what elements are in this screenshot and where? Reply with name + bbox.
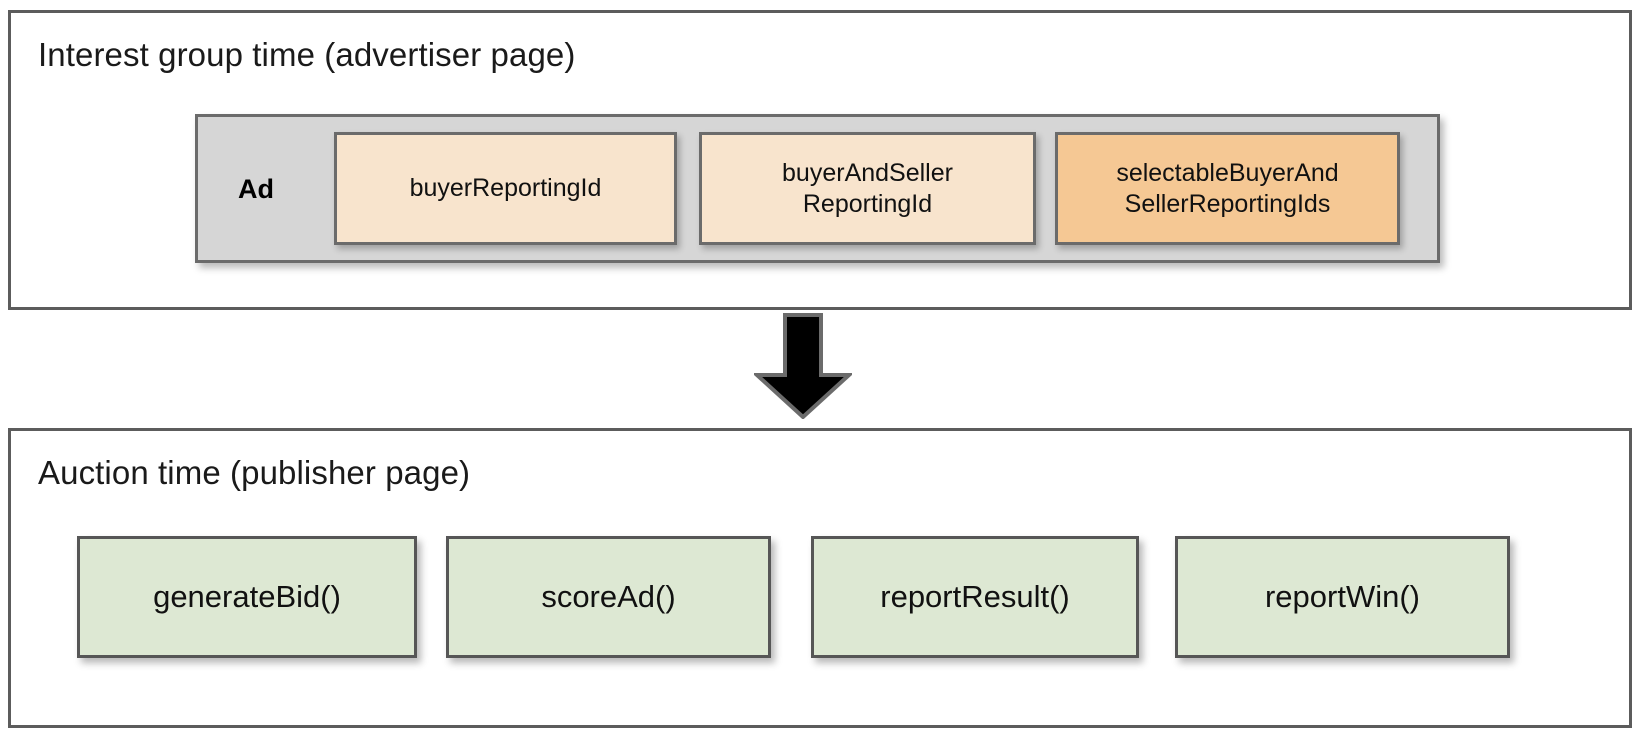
function-box-report-win[interactable]: reportWin() <box>1175 536 1510 658</box>
field-line-2: SellerReportingIds <box>1124 189 1331 218</box>
phase-title-advertiser: Interest group time (advertiser page) <box>38 36 576 73</box>
function-box-report-result[interactable]: reportResult() <box>811 536 1139 658</box>
field-line-1: selectableBuyerAnd <box>1116 158 1339 187</box>
function-box-score-ad-label: scoreAd() <box>541 579 676 614</box>
field-buyer-and-seller-reporting-id-label: buyerAndSeller ReportingId <box>782 158 953 220</box>
ad-object-label: Ad <box>238 174 274 204</box>
ad-object-container: Ad buyerReportingId buyerAndSeller Repor… <box>195 114 1440 263</box>
function-box-generate-bid-label: generateBid() <box>153 579 341 614</box>
field-line-1: buyerAndSeller <box>782 158 953 187</box>
phase-title-publisher: Auction time (publisher page) <box>38 454 471 491</box>
function-box-score-ad[interactable]: scoreAd() <box>446 536 771 658</box>
phase-panel-publisher: Auction time (publisher page) generateBi… <box>8 428 1632 728</box>
field-buyer-reporting-id[interactable]: buyerReportingId <box>334 132 677 245</box>
field-buyer-and-seller-reporting-id[interactable]: buyerAndSeller ReportingId <box>699 132 1036 245</box>
field-buyer-reporting-id-label: buyerReportingId <box>409 174 602 202</box>
down-arrow-icon <box>754 313 852 419</box>
function-box-generate-bid[interactable]: generateBid() <box>77 536 417 658</box>
field-selectable-buyer-and-seller-reporting-ids-label: selectableBuyerAnd SellerReportingIds <box>1116 158 1338 220</box>
field-selectable-buyer-and-seller-reporting-ids[interactable]: selectableBuyerAnd SellerReportingIds <box>1055 132 1400 245</box>
phase-panel-advertiser: Interest group time (advertiser page) Ad… <box>8 10 1632 310</box>
function-box-report-win-label: reportWin() <box>1264 579 1420 614</box>
field-line-2: ReportingId <box>802 189 933 218</box>
function-box-report-result-label: reportResult() <box>880 579 1070 614</box>
